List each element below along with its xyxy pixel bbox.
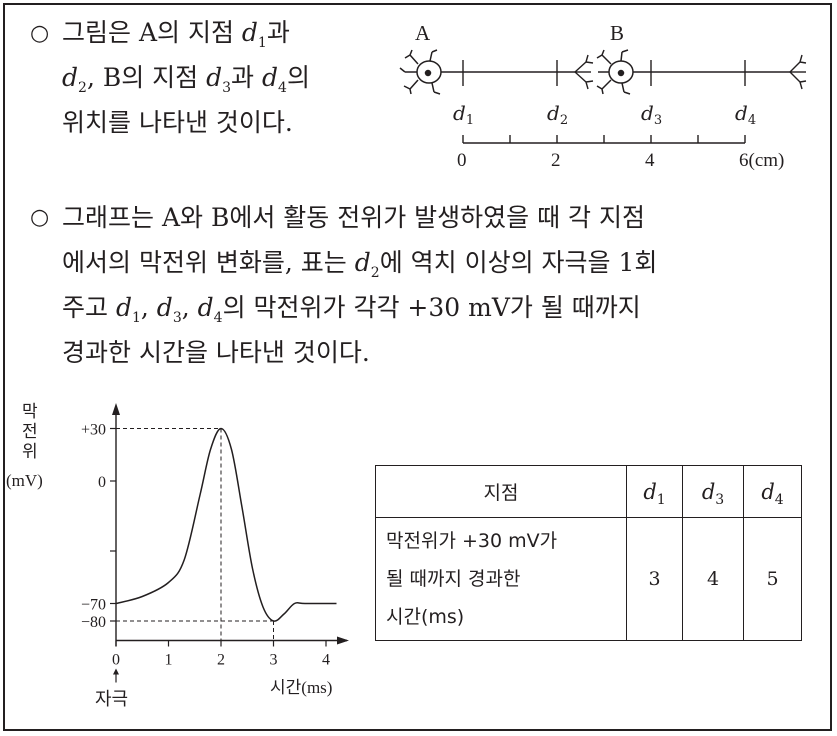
description-paragraph: 그래프는 A와 B에서 활동 전위가 발생하였을 때 각 지점 에서의 막전위 …	[62, 195, 822, 375]
membrane-potential-graph: 막 전 위 (mV) 시간(ms) 자극 +30 0 −70−80 0 1 2 3 4	[6, 402, 349, 709]
scale-tick-0: 0	[457, 150, 467, 171]
table-header-d3: d3	[682, 465, 744, 518]
intro-line-3: 위치를 나타낸 것이다.	[62, 108, 293, 137]
description-line-4: 경과한 시간을 나타낸 것이다.	[62, 338, 370, 367]
table-row-label: 막전위가 +30 mV가 될 때까지 경과한 시간(ms)	[375, 517, 627, 641]
intro-bullet: ○	[30, 21, 50, 46]
y-axis-label-char-3: 위	[22, 442, 38, 461]
intro-line-1: 그림은 A의 지점 d1과	[62, 18, 290, 51]
x-tick-label: 1	[165, 652, 173, 669]
point-label-d2: d2	[547, 101, 568, 128]
graph-series	[115, 427, 337, 622]
scale-tick-labels: 0 2 4 6(cm)	[457, 150, 784, 171]
point-label-d3: d3	[641, 101, 662, 128]
x-axis-label: 시간(ms)	[270, 678, 332, 697]
action-potential-curve	[115, 427, 337, 622]
scale-tick-6: 6(cm)	[739, 150, 784, 171]
y-tick-label: +30	[81, 422, 106, 439]
y-tick-label: 0	[98, 474, 106, 491]
table-row: 막전위가 +30 mV가 될 때까지 경과한 시간(ms) 3 4 5	[375, 517, 802, 641]
table-value-d1: 3	[626, 517, 683, 641]
x-axis-arrow	[337, 636, 349, 645]
y-tick-label: −70	[81, 597, 106, 614]
point-labels: d1 d2 d3 d4	[453, 101, 756, 128]
stimulus-label: 자극	[95, 689, 128, 709]
scale-tick-4: 4	[645, 150, 655, 171]
x-tick-label: 2	[217, 652, 225, 669]
neuron-b-cell-body	[596, 49, 634, 95]
stimulus-arrowhead	[113, 668, 119, 675]
graph-axes	[112, 403, 349, 647]
graph-guides	[116, 428, 274, 641]
table-header-d1: d1	[626, 465, 683, 518]
y-axis-label-char-2: 전	[22, 422, 38, 441]
point-label-d1: d1	[453, 101, 474, 128]
table-header-d4: d4	[743, 465, 802, 518]
point-label-d4: d4	[735, 101, 756, 128]
description-line-2: 에서의 막전위 변화를, 표는 d2에 역치 이상의 자극을 1회	[62, 248, 658, 281]
neuron-b-label: B	[610, 21, 624, 45]
timing-table: 지점 d1 d3 d4 막전위가 +30 mV가 될 때까지 경과한 시간(ms…	[375, 465, 802, 641]
table-header-point: 지점	[375, 465, 627, 518]
x-tick-label: 3	[270, 652, 278, 669]
description-bullet: ○	[30, 205, 50, 230]
neuron-a-label: A	[415, 21, 431, 45]
graph-ticks: +30 0 −70−80 0 1 2 3 4	[81, 422, 330, 683]
x-tick-label: 4	[322, 652, 330, 669]
y-axis-unit: (mV)	[6, 471, 43, 490]
y-axis-arrow	[112, 403, 120, 415]
neuron-figure: A B d1	[399, 21, 807, 171]
distance-scale	[462, 135, 746, 144]
problem-frame	[3, 3, 832, 731]
description-line-1: 그래프는 A와 B에서 활동 전위가 발생하였을 때 각 지점	[62, 203, 646, 232]
intro-line-2: d2, B의 지점 d3과 d4의	[62, 63, 310, 96]
description-line-3: 주고 d1, d3, d4의 막전위가 각각 +30 mV가 될 때까지	[62, 293, 641, 326]
point-ticks	[462, 60, 746, 86]
scale-tick-2: 2	[551, 150, 561, 171]
y-axis-label-char-1: 막	[22, 402, 38, 421]
axon-b-terminal	[789, 54, 807, 90]
neuron-a-cell-body	[399, 49, 442, 95]
table-header-row: 지점 d1 d3 d4	[375, 465, 802, 518]
table-value-d3: 4	[682, 517, 744, 641]
axon-a-terminal	[574, 54, 594, 90]
table-value-d4: 5	[743, 517, 802, 641]
y-tick-label: −80	[81, 614, 106, 631]
intro-paragraph: 그림은 A의 지점 d1과 d2, B의 지점 d3과 d4의 위치를 나타낸 …	[62, 10, 392, 145]
x-tick-label: 0	[112, 652, 120, 669]
